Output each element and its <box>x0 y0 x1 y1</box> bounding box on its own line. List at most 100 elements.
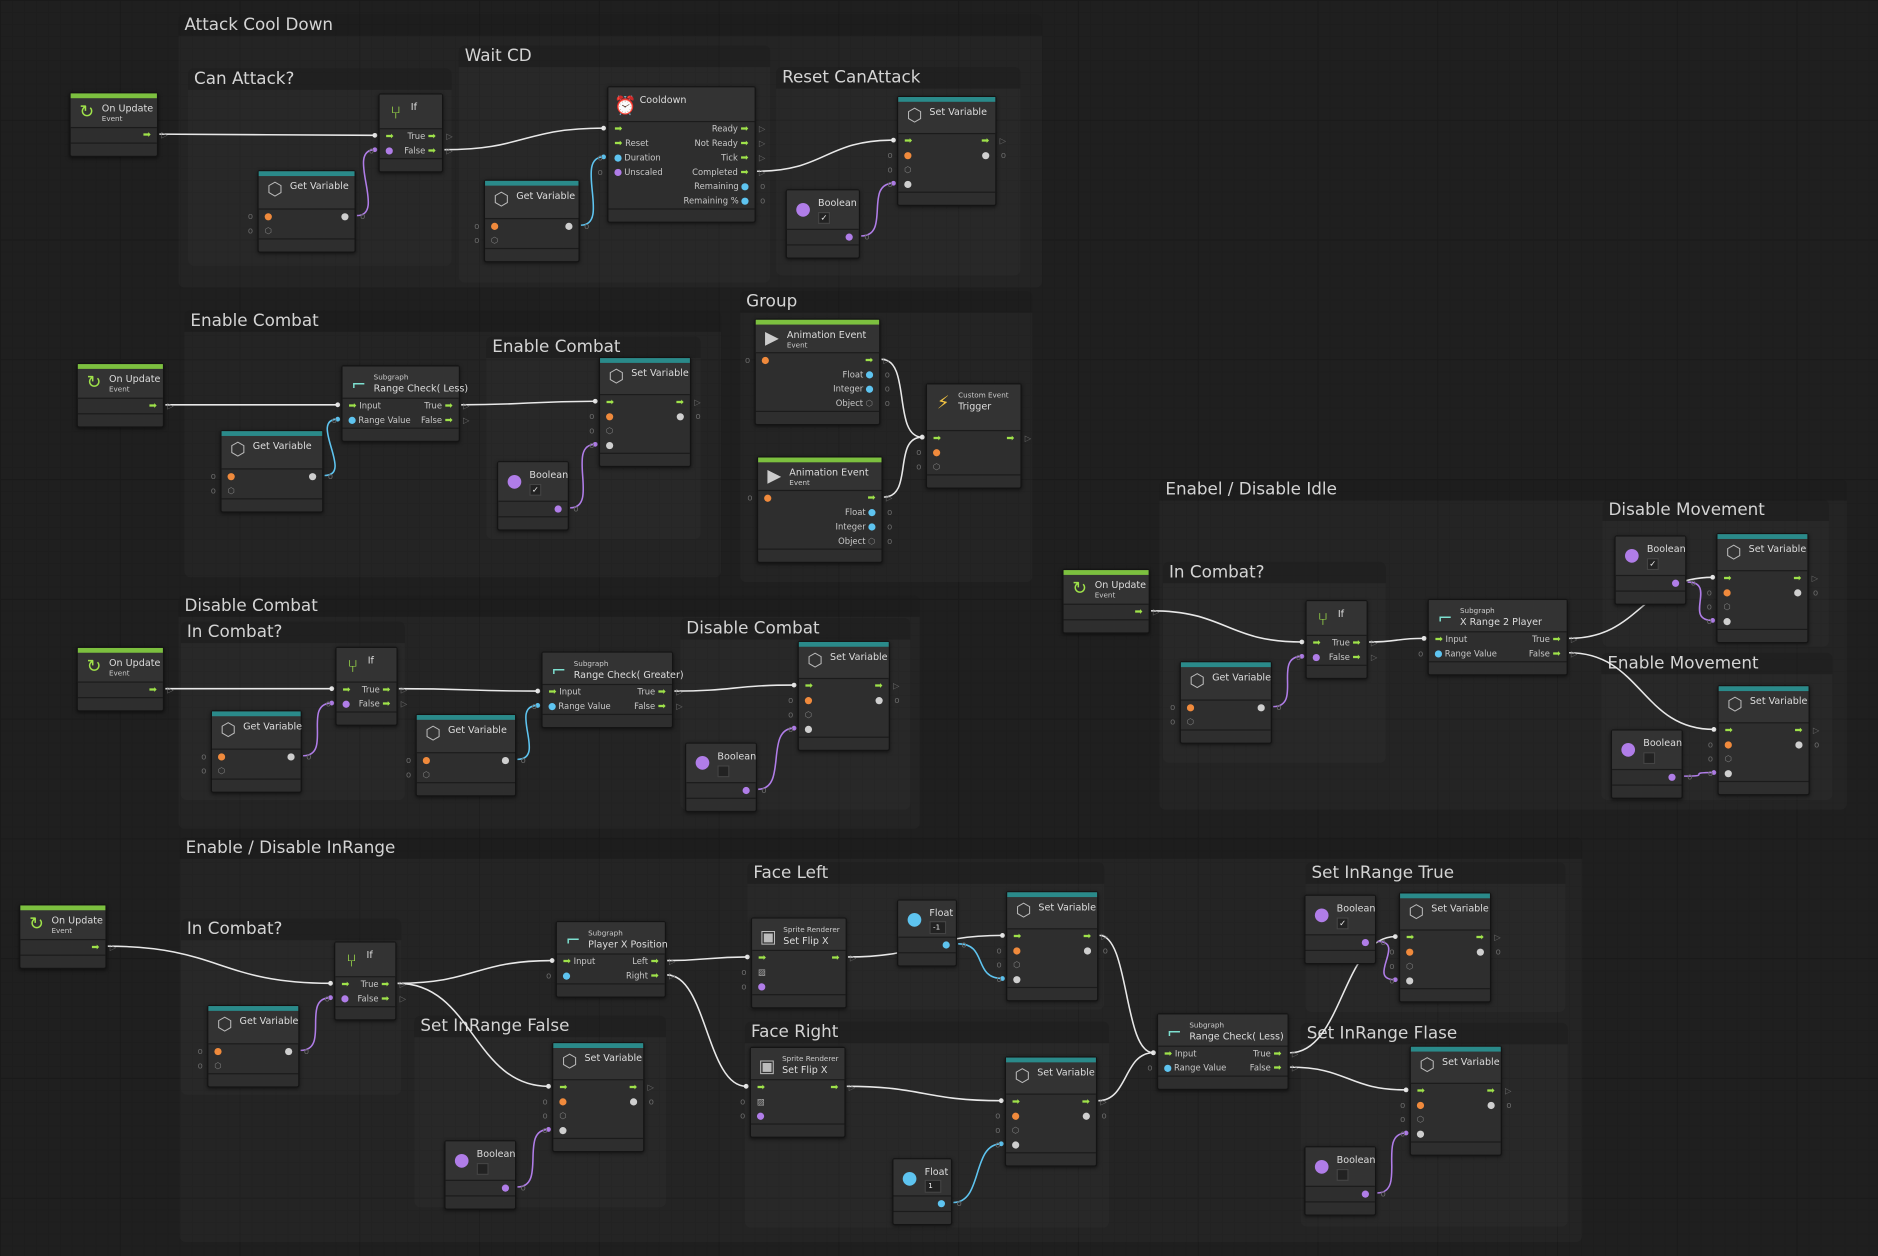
string-port-icon[interactable] <box>1724 740 1732 748</box>
group-title[interactable]: Enabel / Disable Idle <box>1159 479 1847 501</box>
flow-port-icon[interactable]: ➡ <box>1273 1047 1282 1059</box>
flow-port-icon[interactable]: ➡ <box>804 680 813 692</box>
string-port-icon[interactable] <box>933 448 941 456</box>
value-port-icon[interactable] <box>1082 1112 1090 1120</box>
value-port-icon[interactable] <box>1795 740 1803 748</box>
group-title[interactable]: In Combat? <box>1162 561 1386 584</box>
object-port-icon[interactable]: ⬡ <box>606 426 614 436</box>
value-port-icon[interactable] <box>287 752 295 760</box>
group-title[interactable]: Face Right <box>744 1021 1110 1044</box>
bool-port-icon[interactable] <box>742 786 750 794</box>
object-port-icon[interactable]: ⬡ <box>1406 961 1414 972</box>
flow-port-icon[interactable]: ➡ <box>1794 724 1803 736</box>
object-port-icon[interactable]: ⬡ <box>868 536 876 547</box>
value-port-icon[interactable] <box>1476 947 1484 956</box>
object-port-icon[interactable]: ⬡ <box>1012 1125 1020 1136</box>
float-value-field[interactable]: -1 <box>929 921 947 935</box>
float-port-icon[interactable] <box>865 370 874 378</box>
flow-port-icon[interactable]: ➡ <box>444 414 453 426</box>
object-port-icon[interactable]: ⬡ <box>933 462 941 472</box>
flow-port-icon[interactable]: ➡ <box>1312 637 1321 648</box>
flow-port-icon[interactable]: ➡ <box>1723 572 1732 584</box>
boolean-node[interactable]: ●Boolean✓o <box>497 461 578 531</box>
boolean-checkbox[interactable]: ✓ <box>1646 558 1659 571</box>
flow-port-icon[interactable]: ➡ <box>740 152 749 163</box>
value-port-icon[interactable] <box>982 151 990 159</box>
group-title[interactable]: Can Attack? <box>188 68 452 90</box>
value-port-icon[interactable] <box>1083 946 1092 954</box>
flow-port-icon[interactable]: ➡ <box>1012 1095 1021 1107</box>
group-title[interactable]: Enable Combat <box>184 310 722 332</box>
flow-port-icon[interactable]: ➡ <box>1013 930 1022 942</box>
value-port-icon[interactable] <box>1013 975 1021 983</box>
boolean-node[interactable]: ●Boolean✓o <box>1614 535 1696 605</box>
float-port-icon[interactable] <box>865 385 874 393</box>
flow-port-icon[interactable]: ➡ <box>650 970 659 981</box>
boolean-node[interactable]: ●Boolean✓o <box>1304 894 1386 965</box>
boolean-checkbox[interactable] <box>717 765 730 778</box>
flow-port-icon[interactable]: ➡ <box>758 952 767 963</box>
value-port-icon[interactable] <box>804 725 813 733</box>
object-port-icon[interactable]: ⬡ <box>422 770 431 780</box>
value-port-icon[interactable] <box>565 222 573 230</box>
value-port-icon[interactable] <box>1257 703 1265 711</box>
value-port-icon[interactable] <box>559 1126 567 1134</box>
string-port-icon[interactable] <box>217 752 226 760</box>
bool-port-icon[interactable] <box>1671 579 1680 587</box>
string-port-icon[interactable] <box>804 696 813 704</box>
value-port-icon[interactable] <box>341 212 349 220</box>
flow-port-icon[interactable]: ➡ <box>559 1081 568 1093</box>
flow-port-icon[interactable]: ➡ <box>865 354 874 366</box>
flow-port-icon[interactable]: ➡ <box>385 130 394 142</box>
float-port-icon[interactable] <box>741 182 749 190</box>
value-port-icon[interactable] <box>285 1047 293 1055</box>
if-node[interactable]: ⑂If➡True ➡▷False ➡o▷ <box>369 93 453 173</box>
boolean-checkbox[interactable]: ✓ <box>1336 917 1349 930</box>
flow-port-icon[interactable]: ➡ <box>1081 1095 1090 1107</box>
group-title[interactable]: Set InRange False <box>414 1015 666 1038</box>
flow-port-icon[interactable]: ➡ <box>444 400 453 411</box>
bool-port-icon[interactable] <box>758 982 766 990</box>
flow-port-icon[interactable]: ➡ <box>657 700 666 712</box>
bool-port-icon[interactable] <box>341 994 349 1002</box>
bool-port-icon[interactable] <box>1361 938 1369 946</box>
group-title[interactable]: Disable Combat <box>178 595 920 617</box>
string-port-icon[interactable] <box>227 472 235 480</box>
group-title[interactable]: Reset CanAttack <box>776 67 1021 89</box>
value-port-icon[interactable] <box>1794 588 1802 596</box>
flow-port-icon[interactable]: ➡ <box>562 955 571 967</box>
object-port-icon[interactable]: ⬡ <box>1013 960 1021 971</box>
string-port-icon[interactable] <box>214 1047 222 1055</box>
float-port-icon[interactable] <box>1164 1064 1172 1072</box>
flow-port-icon[interactable]: ➡ <box>548 686 557 698</box>
sprite-port-icon[interactable]: ▨ <box>756 1097 765 1107</box>
object-port-icon[interactable]: ⬡ <box>1723 602 1731 613</box>
flow-port-icon[interactable]: ➡ <box>933 432 942 444</box>
flow-port-icon[interactable]: ➡ <box>1006 432 1015 444</box>
value-port-icon[interactable] <box>676 412 684 420</box>
object-port-icon[interactable]: ⬡ <box>904 165 912 175</box>
value-port-icon[interactable] <box>1723 617 1731 625</box>
flow-port-icon[interactable]: ➡ <box>91 941 100 953</box>
group-title[interactable]: Set InRange True <box>1305 862 1566 884</box>
string-port-icon[interactable] <box>904 151 912 159</box>
float-port-icon[interactable] <box>741 197 749 205</box>
